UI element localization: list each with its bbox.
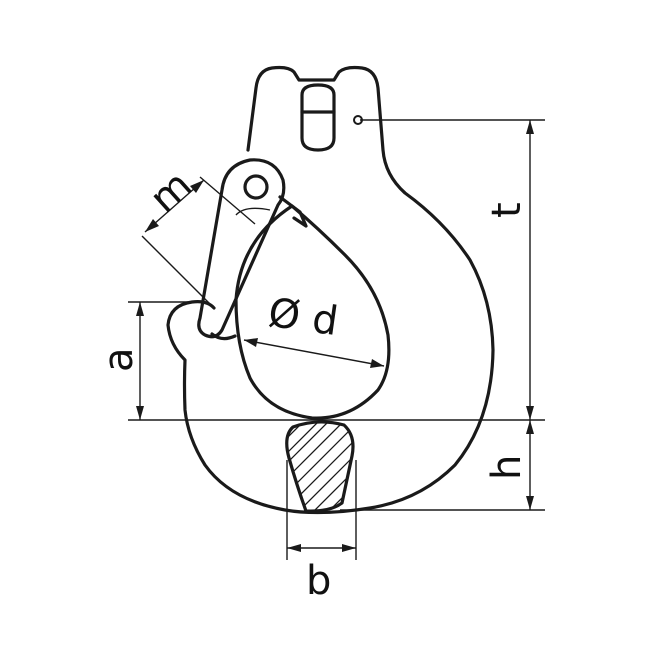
latch-pivot-pin	[243, 174, 269, 200]
latch-arm	[197, 158, 286, 339]
m-arrow-bottom	[145, 219, 159, 232]
safety-latch	[197, 158, 308, 341]
d-arrow-left	[244, 338, 258, 347]
clevis-slot	[300, 83, 336, 152]
dimension-labels: m Ø d a t h b	[96, 162, 530, 604]
m-extension-lower	[141, 235, 213, 307]
label-h: h	[484, 455, 530, 480]
d-dimension-line	[243, 339, 385, 367]
latch-tip	[210, 332, 237, 341]
label-b: b	[306, 558, 331, 604]
b-arrow-right	[342, 544, 356, 552]
label-d: Ø d	[266, 290, 341, 345]
label-a: a	[96, 347, 142, 372]
label-t: t	[484, 202, 530, 218]
label-m: m	[141, 162, 201, 222]
dimension-lines	[128, 119, 545, 560]
b-arrow-left	[287, 544, 301, 552]
m-arrow-top	[190, 180, 204, 193]
hook-outline	[166, 65, 495, 515]
cross-section	[285, 420, 355, 513]
latch-spring	[278, 195, 308, 228]
h-arrow-bottom	[526, 496, 534, 510]
t-arrow-top	[526, 120, 534, 134]
a-arrow-top	[136, 302, 144, 316]
t-arrow-bottom	[526, 406, 534, 420]
d-arrow-right	[370, 359, 384, 368]
latch-edge	[235, 207, 271, 216]
a-arrow-bottom	[136, 406, 144, 420]
cross-section-outline	[285, 420, 355, 513]
hook-shank	[166, 65, 495, 515]
h-arrow-top	[526, 420, 534, 434]
m-extension-upper	[199, 176, 256, 225]
